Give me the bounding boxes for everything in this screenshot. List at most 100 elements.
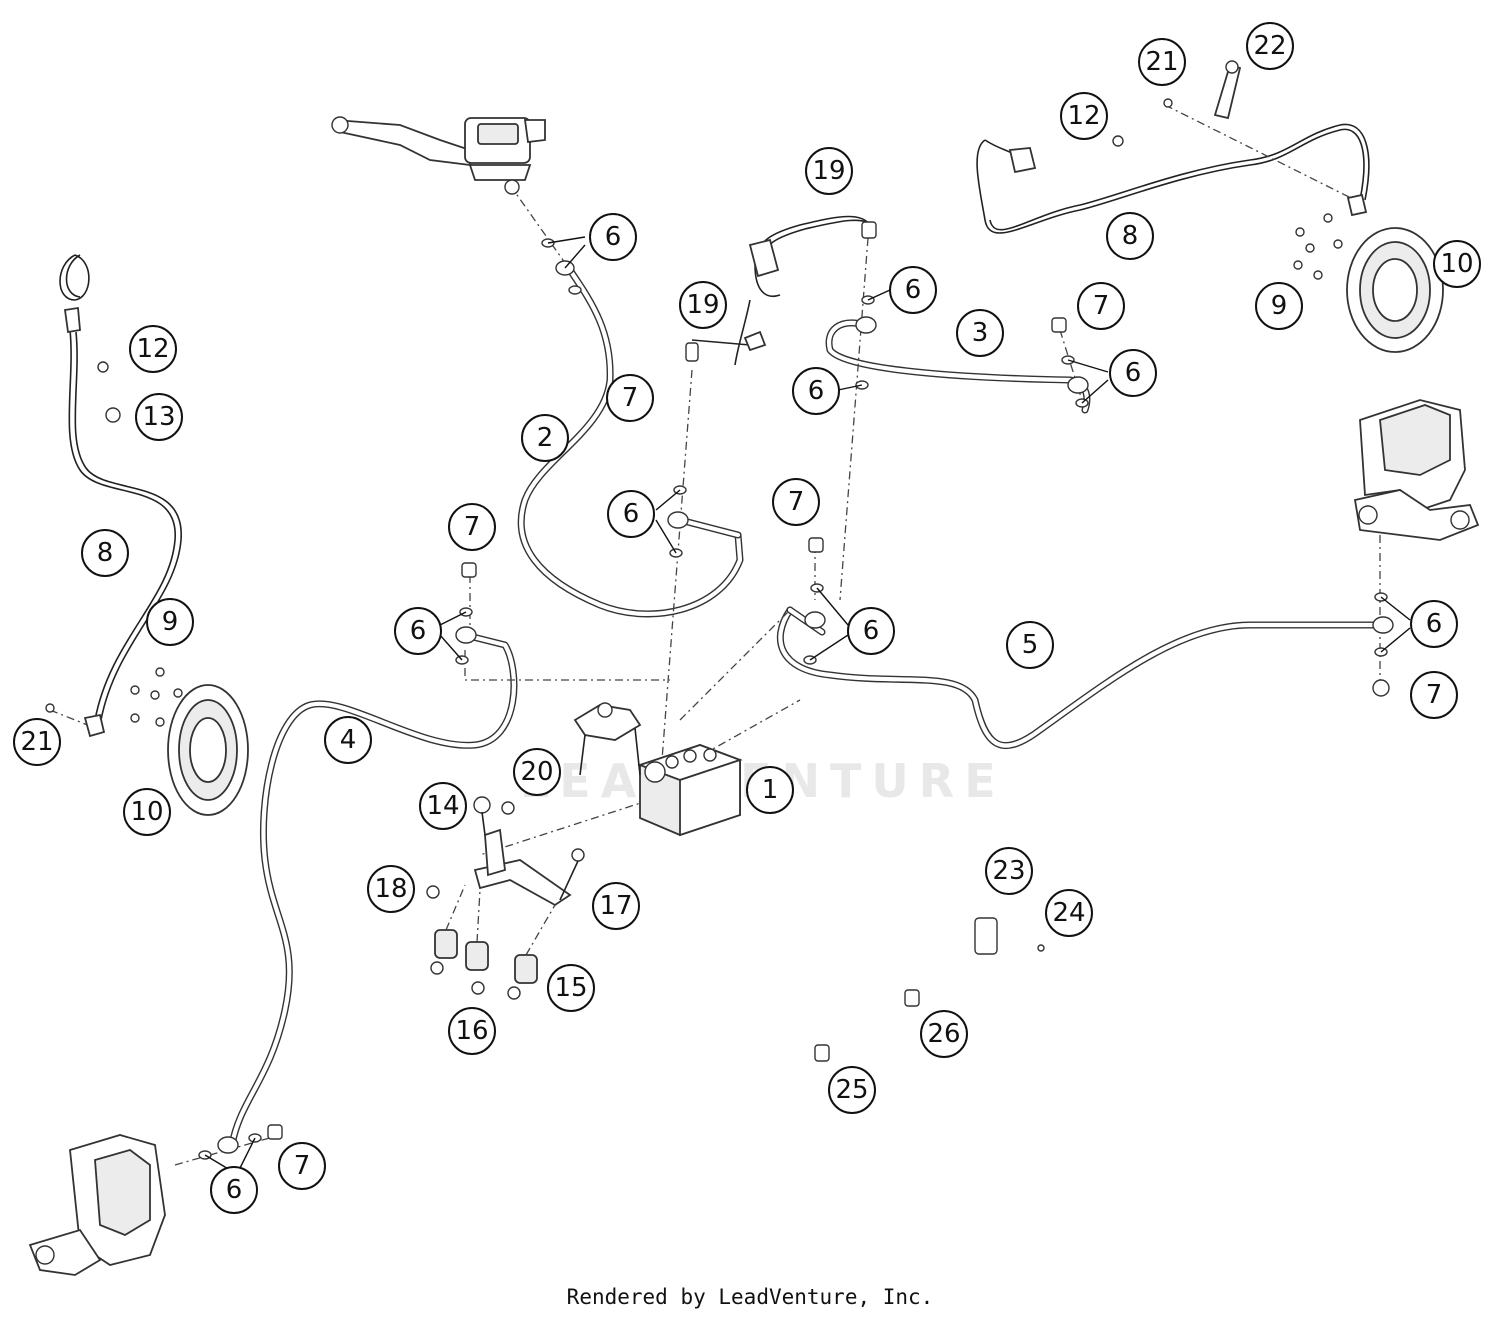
callout-6-rear-caliper: 6 bbox=[1410, 600, 1458, 648]
svg-text:6: 6 bbox=[226, 1175, 243, 1205]
small-fasteners bbox=[97, 135, 1124, 1062]
callout-13: 13 bbox=[135, 393, 183, 441]
callout-3: 3 bbox=[956, 309, 1004, 357]
svg-text:19: 19 bbox=[686, 290, 719, 320]
abs-connector-bracket bbox=[573, 702, 642, 776]
svg-text:6: 6 bbox=[863, 616, 880, 646]
callout-16: 16 bbox=[448, 1007, 496, 1055]
svg-text:6: 6 bbox=[410, 616, 427, 646]
callout-7-abs-left: 7 bbox=[448, 503, 496, 551]
svg-text:12: 12 bbox=[1067, 101, 1100, 131]
svg-text:7: 7 bbox=[1426, 680, 1443, 710]
callout-25: 25 bbox=[828, 1066, 876, 1114]
svg-text:7: 7 bbox=[622, 383, 639, 413]
banjo-bolts-washers bbox=[198, 238, 1394, 1160]
svg-text:7: 7 bbox=[294, 1151, 311, 1181]
svg-text:19: 19 bbox=[812, 156, 845, 186]
callout-6-upper: 6 bbox=[889, 266, 937, 314]
handlebar-master-cylinder bbox=[331, 116, 546, 195]
svg-text:21: 21 bbox=[20, 727, 53, 757]
front-brake-disc bbox=[130, 667, 249, 816]
svg-text:6: 6 bbox=[1426, 609, 1443, 639]
svg-text:2: 2 bbox=[537, 423, 554, 453]
svg-text:6: 6 bbox=[808, 376, 825, 406]
callout-26: 26 bbox=[920, 1010, 968, 1058]
sensor-wiring bbox=[59, 123, 1370, 721]
svg-text:13: 13 bbox=[142, 402, 175, 432]
callout-7-abs-right: 7 bbox=[772, 478, 820, 526]
svg-text:7: 7 bbox=[1093, 291, 1110, 321]
callout-22: 22 bbox=[1246, 22, 1294, 70]
callout-12-front: 12 bbox=[129, 325, 177, 373]
svg-text:14: 14 bbox=[426, 791, 459, 821]
callout-9-rear: 9 bbox=[1255, 282, 1303, 330]
svg-text:5: 5 bbox=[1022, 630, 1039, 660]
callout-18: 18 bbox=[367, 865, 415, 913]
svg-text:17: 17 bbox=[599, 891, 632, 921]
callout-6-abs-left: 6 bbox=[394, 607, 442, 655]
callout-4: 4 bbox=[324, 716, 372, 764]
svg-text:26: 26 bbox=[927, 1019, 960, 1049]
pressure-sensors bbox=[685, 221, 877, 362]
abs-unit bbox=[637, 744, 743, 837]
svg-text:3: 3 bbox=[972, 318, 989, 348]
callout-1: 1 bbox=[746, 766, 794, 814]
callout-21-front: 21 bbox=[13, 718, 61, 766]
callout-23: 23 bbox=[985, 847, 1033, 895]
svg-text:9: 9 bbox=[162, 607, 179, 637]
svg-text:10: 10 bbox=[130, 797, 163, 827]
svg-text:6: 6 bbox=[605, 222, 622, 252]
callout-7-rear-caliper: 7 bbox=[1410, 671, 1458, 719]
callout-7-front-caliper: 7 bbox=[278, 1142, 326, 1190]
svg-text:23: 23 bbox=[992, 856, 1025, 886]
callout-8-front: 8 bbox=[81, 529, 129, 577]
callout-5: 5 bbox=[1006, 621, 1054, 669]
svg-text:20: 20 bbox=[520, 757, 553, 787]
front-brake-caliper bbox=[28, 1134, 166, 1276]
callout-6-master: 6 bbox=[589, 213, 637, 261]
svg-text:8: 8 bbox=[1122, 221, 1139, 251]
svg-text:10: 10 bbox=[1440, 249, 1473, 279]
callout-2: 2 bbox=[521, 414, 569, 462]
svg-text:6: 6 bbox=[905, 275, 922, 305]
callout-14: 14 bbox=[419, 782, 467, 830]
svg-text:7: 7 bbox=[464, 512, 481, 542]
svg-text:22: 22 bbox=[1253, 31, 1286, 61]
footer-credit: Rendered by LeadVenture, Inc. bbox=[566, 1285, 934, 1309]
callout-6-mid: 6 bbox=[792, 367, 840, 415]
rear-brake-caliper bbox=[1353, 399, 1480, 541]
svg-text:4: 4 bbox=[340, 725, 357, 755]
callout-24: 24 bbox=[1045, 889, 1093, 937]
abs-mounting-bracket bbox=[426, 796, 585, 1000]
svg-text:25: 25 bbox=[835, 1075, 868, 1105]
callout-6-abs-right: 6 bbox=[847, 607, 895, 655]
svg-text:7: 7 bbox=[788, 487, 805, 517]
callout-7-rear-upper: 7 bbox=[1077, 282, 1125, 330]
svg-text:15: 15 bbox=[554, 973, 587, 1003]
callout-8-rear: 8 bbox=[1106, 212, 1154, 260]
svg-text:1: 1 bbox=[762, 775, 779, 805]
rear-brake-disc bbox=[1293, 213, 1444, 353]
callout-15: 15 bbox=[547, 964, 595, 1012]
callout-20: 20 bbox=[513, 748, 561, 796]
callout-19-upper: 19 bbox=[805, 147, 853, 195]
callout-12-rear: 12 bbox=[1060, 92, 1108, 140]
svg-text:8: 8 bbox=[97, 538, 114, 568]
callout-10-rear: 10 bbox=[1433, 240, 1481, 288]
callout-6-front-caliper: 6 bbox=[210, 1166, 258, 1214]
assembly-lines bbox=[49, 104, 1381, 1166]
svg-text:18: 18 bbox=[374, 874, 407, 904]
callout-17: 17 bbox=[592, 882, 640, 930]
svg-text:12: 12 bbox=[136, 334, 169, 364]
callout-7-master: 7 bbox=[606, 374, 654, 422]
svg-text:24: 24 bbox=[1052, 898, 1085, 928]
callout-19-lower: 19 bbox=[679, 281, 727, 329]
callout-6-rear-upper: 6 bbox=[1109, 349, 1157, 397]
svg-text:9: 9 bbox=[1271, 291, 1288, 321]
svg-text:21: 21 bbox=[1145, 47, 1178, 77]
callout-9-front: 9 bbox=[146, 598, 194, 646]
svg-text:6: 6 bbox=[623, 499, 640, 529]
callout-21-rear: 21 bbox=[1138, 38, 1186, 86]
wheel-speed-sensors bbox=[45, 60, 1368, 738]
